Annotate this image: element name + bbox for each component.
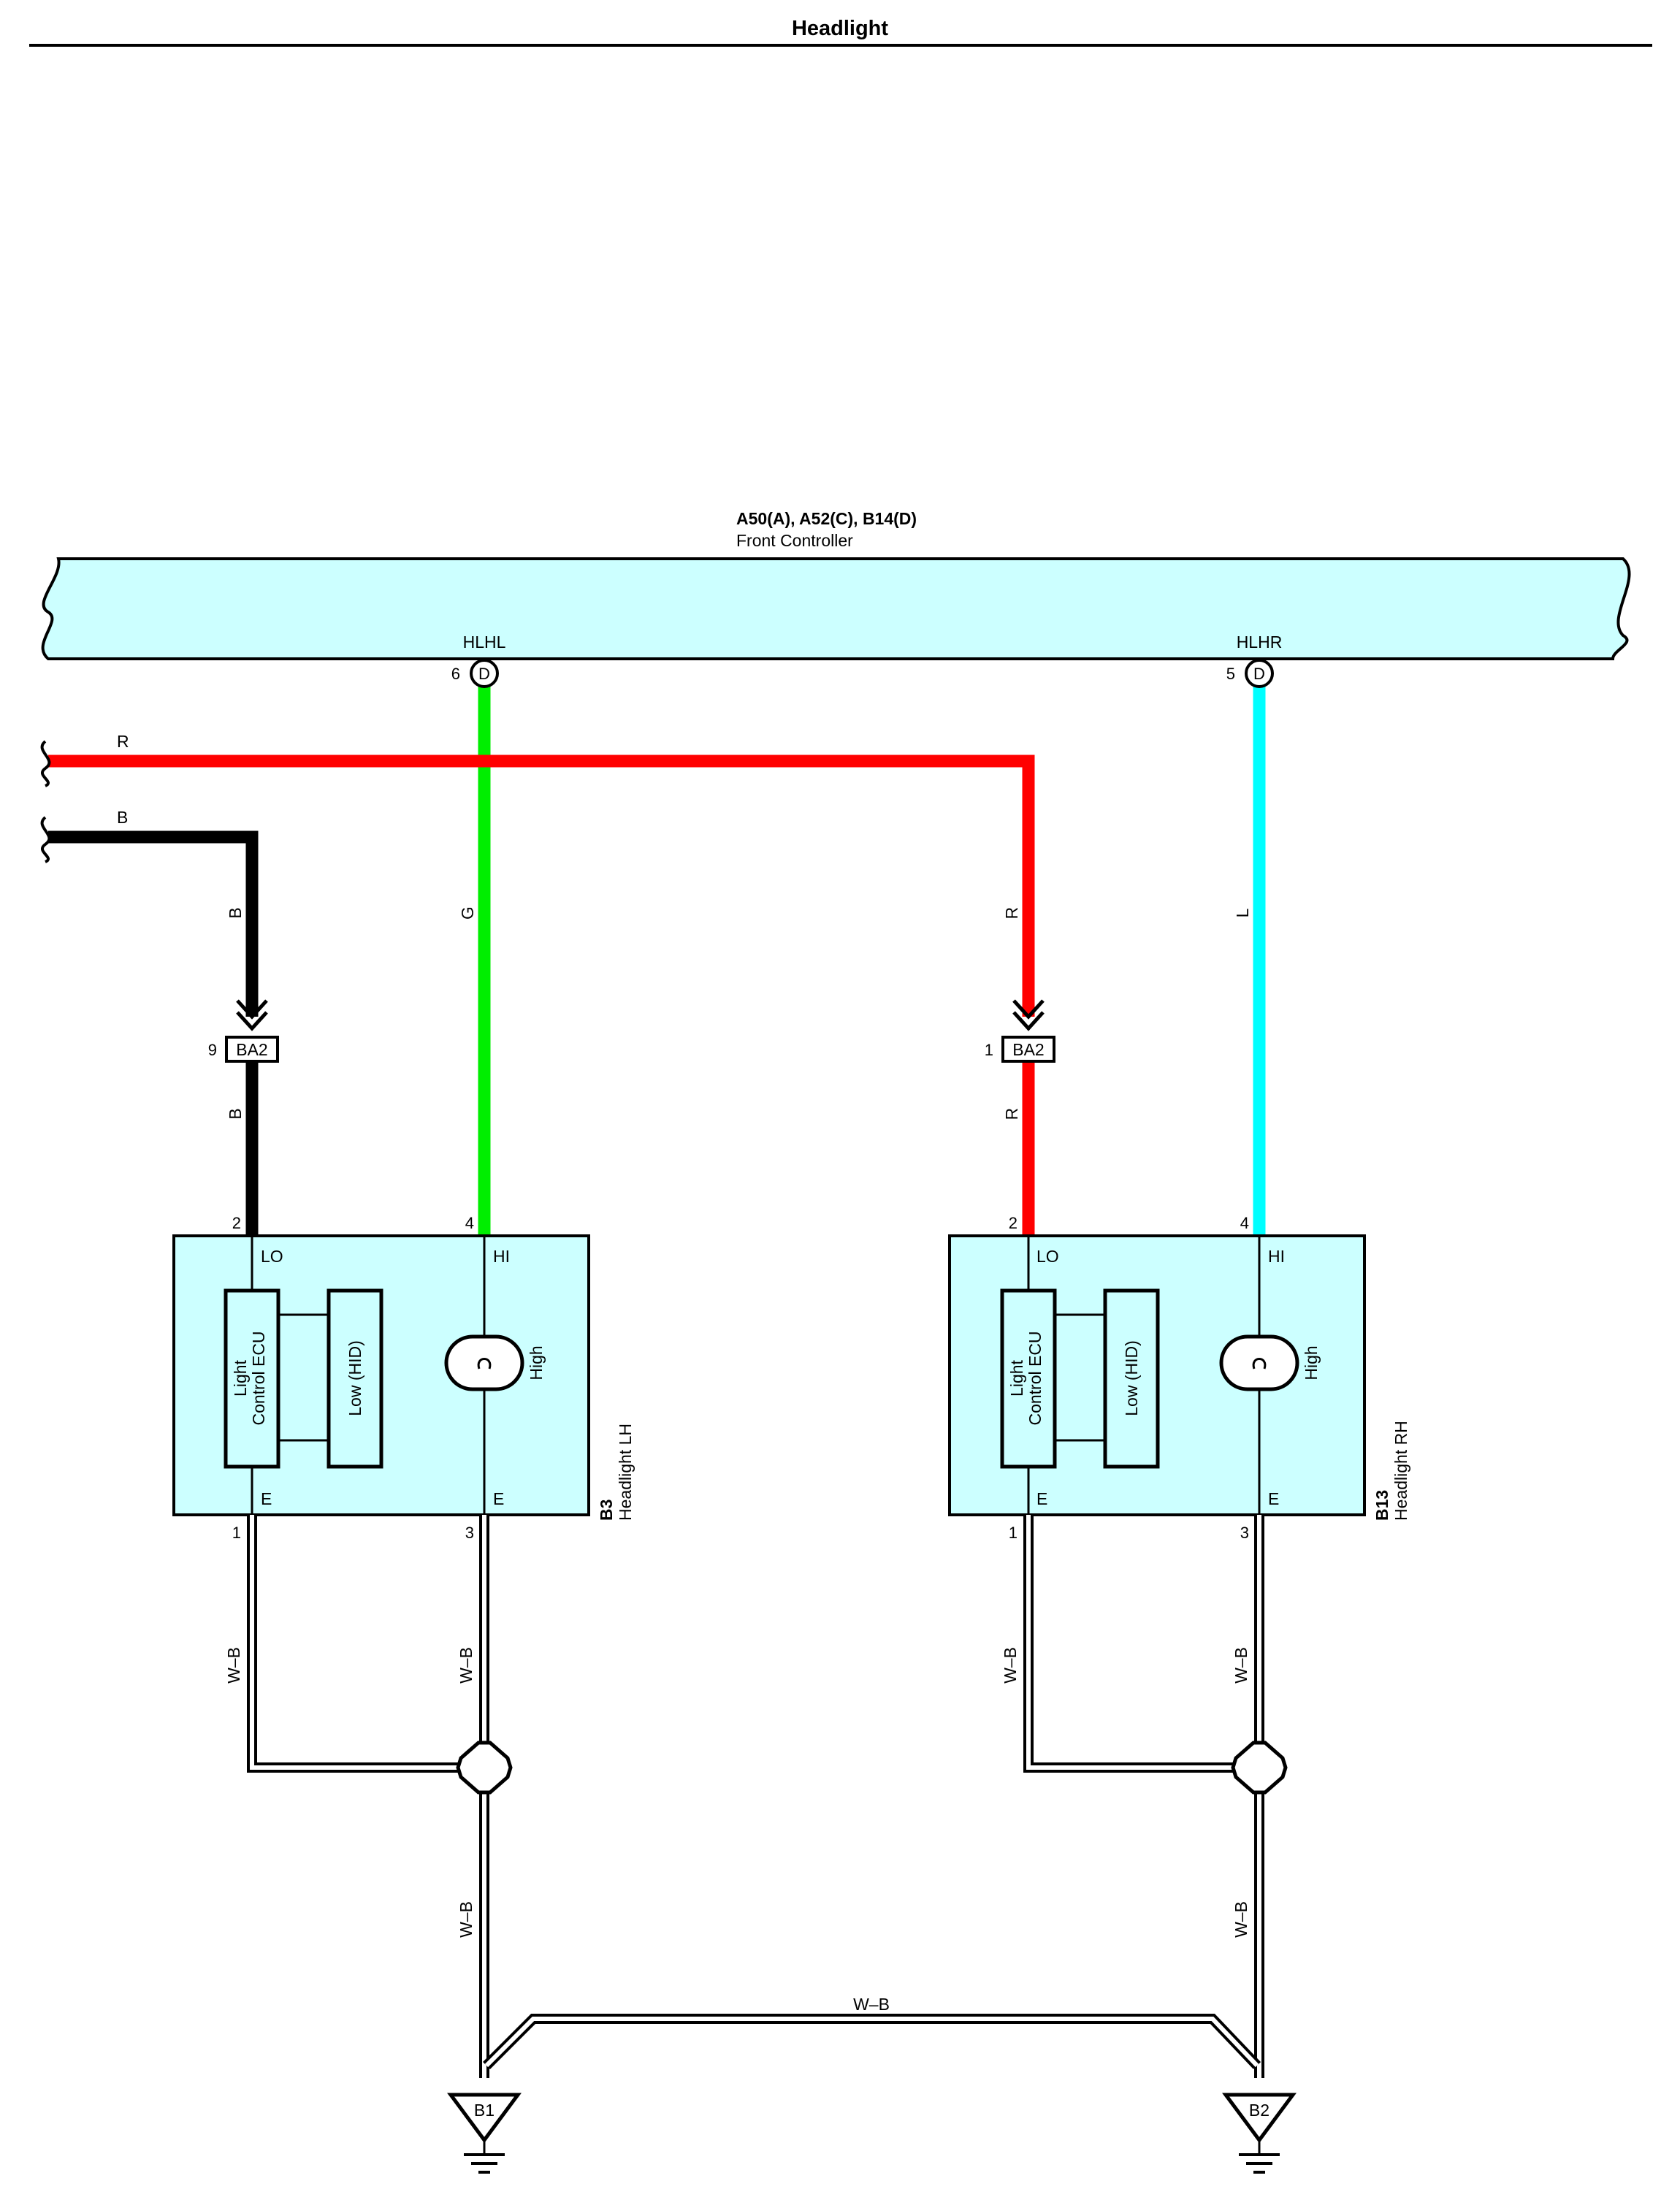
ground-label-right-e2: W–B <box>1232 1647 1251 1684</box>
connector-hlhr-letter: D <box>1253 665 1265 683</box>
connector-hlhl-icon <box>470 659 499 688</box>
page-title: Headlight <box>792 17 888 40</box>
headlight-rh-ecu-label-2: Control ECU <box>1026 1331 1045 1425</box>
headlight-lh-pin-lo: 2 <box>232 1214 241 1232</box>
headlight-rh-low-hid-box <box>1103 1288 1160 1469</box>
wire-harness-black-color-code: B <box>117 808 128 827</box>
headlight-rh-ecu-label-1: Light <box>1007 1359 1026 1396</box>
terminal-hlhr-label: HLHR <box>1237 633 1283 652</box>
headlight-rh-terminal-e2: E <box>1268 1489 1279 1508</box>
junction-right-arrow-icon <box>1012 999 1045 1031</box>
headlight-lh-low-hid-box <box>327 1288 383 1469</box>
headlight-rh: 2 4 LO HI E E Light Control ECU Low (HID… <box>948 1214 1410 1521</box>
headlight-lh-pin-e1: 1 <box>232 1524 241 1542</box>
headlight-lh-ecu-label-2: Control ECU <box>249 1331 268 1425</box>
headlight-rh-terminal-lo: LO <box>1036 1247 1059 1266</box>
ground-label-left-e1: W–B <box>224 1647 243 1684</box>
junction-left-id: BA2 <box>236 1040 267 1059</box>
ground-wire-left-e1-inner <box>250 1515 471 1770</box>
headlight-rh-code: B13 <box>1372 1490 1391 1521</box>
headlight-rh-low-hid-label: Low (HID) <box>1122 1340 1141 1416</box>
headlight-lh-code: B3 <box>597 1500 616 1521</box>
headlight-rh-high-label: High <box>1302 1345 1321 1380</box>
wire-left-black-code-upper: B <box>226 907 245 918</box>
headlight-lh-high-bulb-icon <box>444 1334 524 1391</box>
controller-code: A50(A), A52(C), B14(D) <box>736 509 917 528</box>
headlight-lh-terminal-lo: LO <box>261 1247 283 1266</box>
headlight-lh-name: Headlight LH <box>616 1424 635 1521</box>
ground-label-left-e2: W–B <box>457 1647 476 1684</box>
junction-left-box <box>225 1036 279 1063</box>
ground-wire-right-e1-inner <box>1026 1515 1246 1770</box>
connector-hlhr-pin: 5 <box>1226 665 1235 683</box>
headlight-lh-terminal-hi: HI <box>493 1247 510 1266</box>
wire-hlhl-color-code: G <box>458 906 477 920</box>
wire-left-black-code-lower: B <box>226 1108 245 1119</box>
headlight-rh-terminal-e1: E <box>1036 1489 1047 1508</box>
headlight-lh: 2 4 LO HI E E Light Control ECU Low (HID… <box>172 1214 635 1521</box>
headlight-rh-pin-hi: 4 <box>1240 1214 1249 1232</box>
headlight-lh-pin-hi: 4 <box>465 1214 474 1232</box>
junction-right-pin: 1 <box>985 1041 993 1059</box>
splice-left-icon <box>456 1741 513 1795</box>
ground-label-left-trunk: W–B <box>457 1901 476 1938</box>
ground-wire-right-e1-outer <box>1023 1515 1246 1773</box>
ground-b2: B2 <box>1222 2093 1297 2174</box>
headlight-rh-name: Headlight RH <box>1391 1421 1410 1521</box>
ground-b1-id: B1 <box>474 2101 495 2120</box>
connector-hlhr-icon <box>1245 659 1274 688</box>
headlight-rh-terminal-hi: HI <box>1268 1247 1285 1266</box>
ground-wire-crosslink-inner <box>484 2017 1259 2068</box>
headlight-lh-high-label: High <box>527 1345 546 1380</box>
ground-wire-left-e1-outer <box>247 1515 471 1773</box>
wire-harness-red <box>48 755 1035 1017</box>
controller-name: Front Controller <box>736 531 853 550</box>
wire-right-red-code-upper: R <box>1002 907 1021 920</box>
headlight-lh-terminal-e1: E <box>261 1489 272 1508</box>
junction-left-pin: 9 <box>208 1041 217 1059</box>
ground-b2-id: B2 <box>1249 2101 1269 2120</box>
headlight-rh-pin-e2: 3 <box>1240 1524 1249 1542</box>
connector-hlhl-letter: D <box>478 665 490 683</box>
ground-label-right-trunk: W–B <box>1232 1901 1251 1938</box>
headlight-rh-high-bulb-icon <box>1219 1334 1299 1391</box>
headlight-rh-filament-icon <box>1252 1358 1267 1369</box>
headlight-lh-filament-icon <box>477 1358 492 1369</box>
ground-label-right-e1: W–B <box>1001 1647 1020 1684</box>
ground-b2-triangle-icon <box>1222 2093 1297 2144</box>
junction-left-arrow-icon <box>236 999 268 1031</box>
wire-break-black-icon <box>40 816 51 863</box>
wire-harness-black <box>48 830 259 1017</box>
ground-b1: B1 <box>447 2093 522 2174</box>
connector-hlhl-pin: 6 <box>451 665 460 683</box>
wire-hlhr-color-code: L <box>1233 908 1252 917</box>
wire-break-red-icon <box>40 740 51 787</box>
wire-right-red-code-lower: R <box>1002 1108 1021 1120</box>
headlight-lh-terminal-e2: E <box>493 1489 504 1508</box>
headlight-lh-pin-e2: 3 <box>465 1524 474 1542</box>
front-controller-body <box>41 557 1631 660</box>
ground-wire-crosslink-outer <box>483 2014 1261 2069</box>
headlight-rh-pin-e1: 1 <box>1009 1524 1017 1542</box>
headlight-lh-low-hid-label: Low (HID) <box>345 1340 364 1416</box>
headlight-lh-ecu-box <box>224 1288 280 1469</box>
splice-right-icon <box>1231 1741 1288 1795</box>
headlight-lh-ecu-label-1: Light <box>231 1359 250 1396</box>
junction-right-id: BA2 <box>1012 1040 1044 1059</box>
headlight-rh-pin-lo: 2 <box>1009 1214 1017 1232</box>
ground-label-crosslink: W–B <box>853 1995 890 2014</box>
junction-right-box <box>1001 1036 1055 1063</box>
terminal-hlhl-label: HLHL <box>463 633 506 652</box>
headlight-rh-ecu-box <box>1000 1288 1057 1469</box>
ground-b1-triangle-icon <box>447 2093 522 2144</box>
ground-wiring <box>247 1515 1264 2078</box>
wire-harness-red-color-code: R <box>117 732 129 751</box>
